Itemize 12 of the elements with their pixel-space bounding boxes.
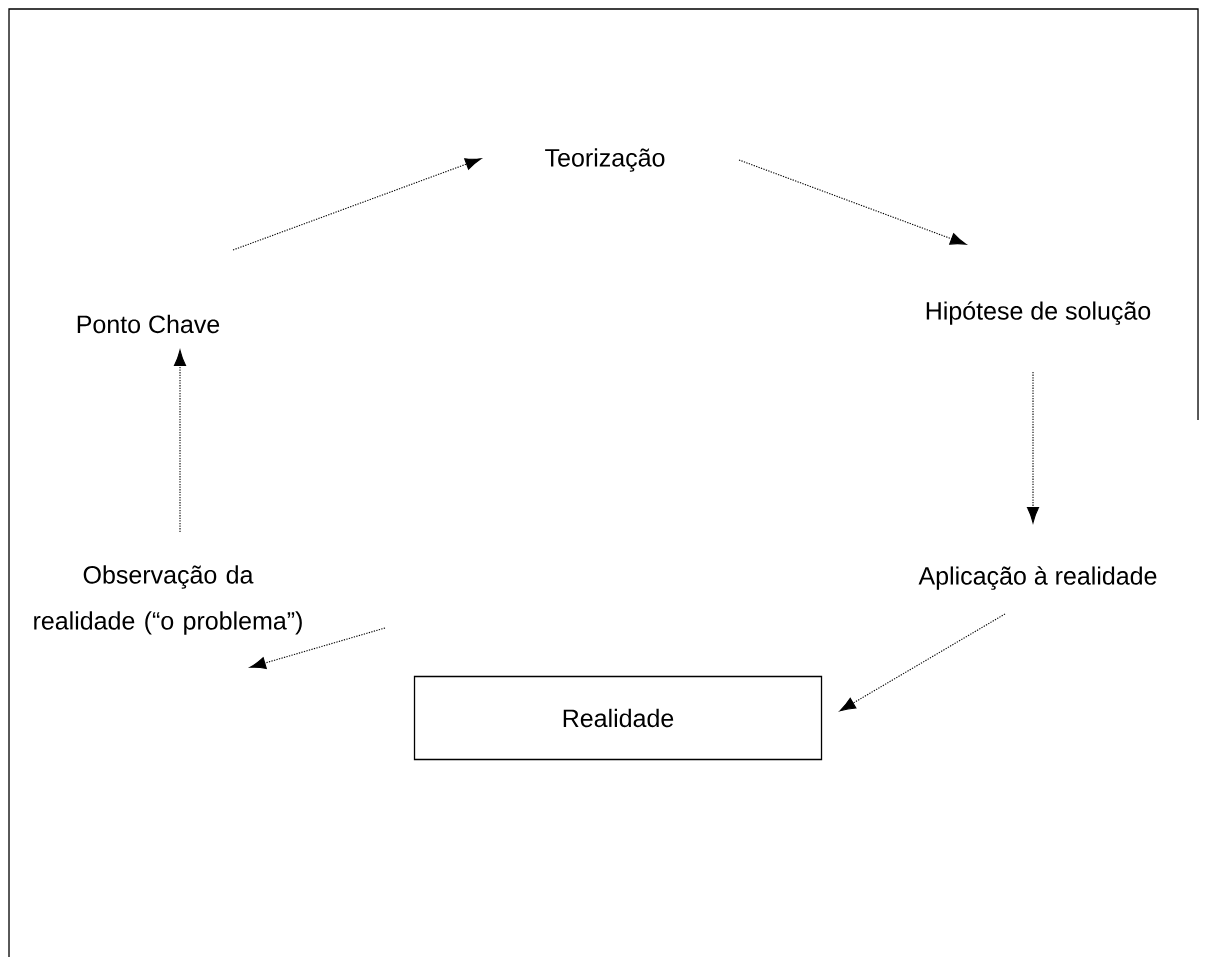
arrow (249, 627, 386, 669)
step-label: Aplicação à realidade (918, 566, 1157, 590)
arrow (1026, 371, 1040, 524)
step-label: Hipótese de solução (926, 301, 1151, 325)
step-label: Teorização (545, 148, 665, 172)
step-label: Observação da realidade (“o problema”) (34, 565, 302, 635)
process-box: Realidade (413, 675, 823, 761)
arrow (839, 613, 1006, 712)
step-label: Ponto Chave (77, 314, 220, 334)
arrow (173, 349, 187, 533)
arrow (738, 159, 967, 245)
arrow (232, 158, 482, 251)
